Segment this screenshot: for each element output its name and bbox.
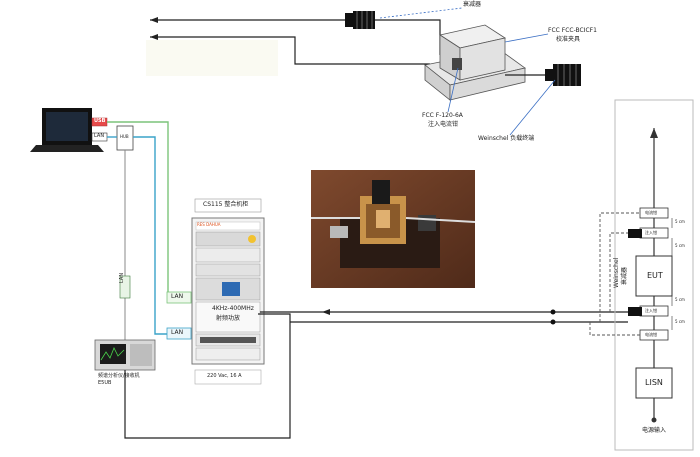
- rack-panel-label-2: 射频功放: [216, 315, 241, 322]
- lan-tag-rack-bottom: [166, 327, 192, 340]
- clamp-icon-lower: [628, 307, 642, 316]
- attenuator-top-icon: [345, 11, 375, 29]
- lan-label-pc: LAN: [94, 133, 105, 139]
- injection-clamp-label-1: FCC F-120-6A: [422, 112, 463, 119]
- lan-label-rack-bottom: LAN: [171, 329, 184, 336]
- eut-label: EUT: [647, 271, 663, 280]
- probe-label-3: 注入钳: [645, 308, 657, 313]
- rack-panel-label-1: 4KHz-400MHz: [212, 305, 254, 312]
- return-cable: [150, 36, 430, 65]
- load-terminator-icon: [545, 64, 581, 86]
- test-setup-photo: [311, 170, 476, 288]
- injection-clamp-label-2: 注入电流钳: [428, 121, 459, 128]
- clamp-icon-upper: [628, 229, 642, 238]
- analyzer-label-1: 频谱分析仪/接收机: [98, 373, 140, 379]
- lan-tag-rack-top: [166, 291, 192, 304]
- analyzer-cable: [124, 313, 291, 439]
- laptop-icon: [30, 108, 104, 152]
- attenuator-leader: [379, 7, 463, 19]
- test-bench-frame: [614, 99, 694, 451]
- probe-label-2: 注入钳: [645, 230, 657, 235]
- top-arrow-head: [150, 17, 158, 23]
- lan-cable: [133, 136, 178, 335]
- probe-label-1: 电流钳: [645, 210, 657, 215]
- weinschel-label-2: 衰减器: [621, 266, 628, 285]
- fixture-label-2: 校准夹具: [556, 36, 581, 43]
- fixture-label-1: FCC FCC-BCICF1: [548, 27, 597, 34]
- dim-label-3: 5 cm: [675, 297, 685, 302]
- lan-label-rack-top: LAN: [171, 293, 184, 300]
- weinschel-label: Weinschel: [613, 257, 620, 288]
- rack-power-label: 220 Vac, 16 A: [207, 373, 242, 379]
- attenuator-top-label: 衰减器: [463, 1, 482, 8]
- rack-brand: RES DAHUA: [197, 222, 221, 227]
- analyzer-label-2: E5UB: [98, 380, 112, 386]
- dim-label-1: 5 cm: [675, 219, 685, 224]
- lan-label-scope: LAN: [119, 272, 125, 283]
- lisn-box: [635, 367, 673, 399]
- power-input-label: 电源输入: [642, 427, 667, 434]
- usb-label: USB: [94, 118, 106, 124]
- equipment-rack: [191, 217, 265, 365]
- probe-label-4: 电流钳: [645, 332, 657, 337]
- calibration-fixture-icon: [424, 24, 526, 101]
- dashed-probe-wire-1: [599, 212, 640, 322]
- spectrum-analyzer-icon: [94, 339, 156, 371]
- dim-label-2: 5 cm: [675, 243, 685, 248]
- eut-box: [635, 255, 673, 297]
- lisn-label: LISN: [645, 378, 663, 387]
- watermark-box: [146, 40, 278, 76]
- load-terminator-label: Weinschel 负载终端: [478, 135, 535, 142]
- lan-tag-scope: [119, 275, 131, 299]
- dim-label-4: 5 cm: [675, 319, 685, 324]
- rack-title: CS115 整合机柜: [203, 201, 249, 208]
- probe-box-1: [639, 207, 669, 219]
- hub-label: HUB: [120, 134, 129, 139]
